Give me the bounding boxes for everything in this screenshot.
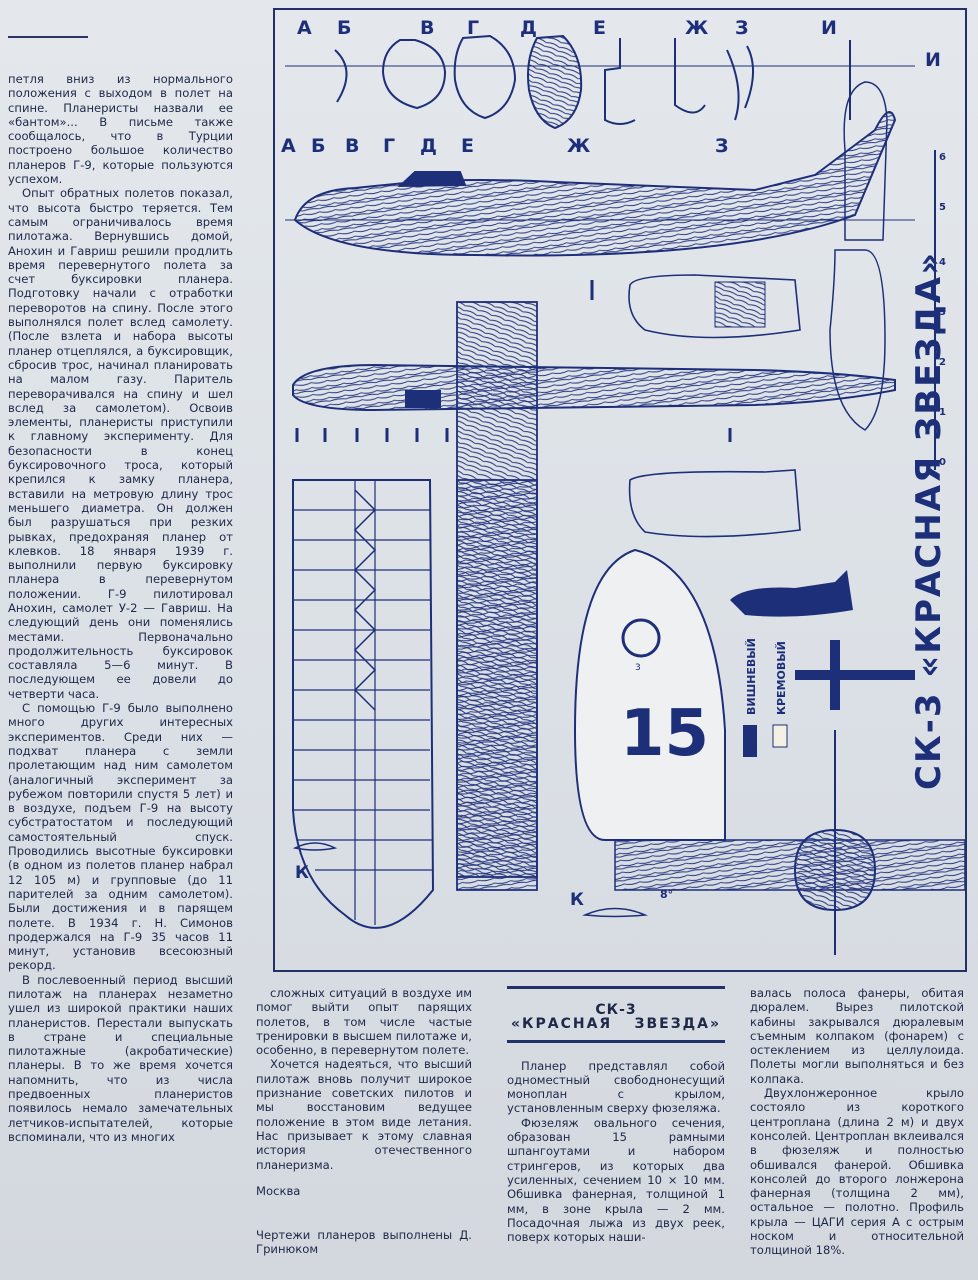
section-letter: Б bbox=[337, 17, 351, 39]
drawing-title: СК-3 «КРАСНАЯ ЗВЕЗДА» bbox=[909, 251, 949, 790]
wing-right-wood bbox=[456, 479, 538, 891]
section-heading-right: ЗВЕЗДА» bbox=[634, 1016, 721, 1033]
section-ticks bbox=[295, 280, 732, 442]
section-letter: Д bbox=[420, 135, 437, 157]
scale-digit: 6 bbox=[939, 152, 946, 163]
section-letter: З bbox=[715, 135, 729, 157]
scale-digit: 2 bbox=[939, 357, 946, 368]
section-letter: А bbox=[281, 135, 296, 157]
color-label-cherry: ВИШНЕВЫЙ bbox=[745, 638, 758, 715]
section-letter: А bbox=[297, 17, 312, 39]
section-letter: Б bbox=[311, 135, 325, 157]
scale-digit: 1 bbox=[939, 407, 946, 418]
left-text-column: петля вниз из нормального положения с вы… bbox=[8, 30, 233, 1280]
glider-drawing: А Б В Г Д Е Ж З И bbox=[281, 17, 965, 955]
side-letter: И bbox=[925, 49, 941, 71]
paragraph: сложных ситуаций в воздухе им помог выйт… bbox=[256, 986, 472, 1058]
wing-section-label-2: К bbox=[570, 890, 584, 910]
stabilizer-detail bbox=[628, 469, 801, 538]
section-letter: Е bbox=[593, 17, 606, 39]
paragraph: Планер представлял собой одноместный сво… bbox=[507, 1058, 725, 1116]
scale-digit: 5 bbox=[939, 202, 946, 213]
scale-digit: 4 bbox=[939, 257, 946, 268]
fuselage-cross-sections bbox=[285, 34, 915, 130]
section-letter: Ж bbox=[567, 135, 590, 157]
paragraph: петля вниз из нормального положения с вы… bbox=[8, 72, 233, 187]
section-letters-side: А Б В Г Д Е Ж З bbox=[281, 135, 729, 157]
section-letter: В bbox=[345, 135, 359, 157]
paragraph: Фюзеляж овального сечения, образован 15 … bbox=[507, 1115, 725, 1245]
right-column: валась полоса фанеры, обитая дюралем. Вы… bbox=[750, 986, 964, 1280]
silhouette-side bbox=[730, 570, 853, 617]
scale-bar: 6 5 4 3 2 1 0 bbox=[934, 150, 946, 470]
section-letter: Г bbox=[467, 17, 479, 39]
paragraph: Хочется надеяться, что высший пилотаж вн… bbox=[256, 1057, 472, 1172]
section-letters-top: А Б В Г Д Е Ж З И bbox=[297, 17, 837, 39]
paragraph: валась полоса фанеры, обитая дюралем. Вы… bbox=[750, 986, 964, 1086]
silhouette-fuselage bbox=[830, 640, 840, 710]
canopy-detail bbox=[628, 274, 801, 339]
silhouette-wing bbox=[795, 670, 915, 680]
tail-emblem bbox=[621, 618, 661, 658]
section-letter: В bbox=[420, 17, 434, 39]
paragraph: Опыт обратных полетов показал, что высот… bbox=[8, 186, 233, 701]
section-letter: З bbox=[735, 17, 749, 39]
color-swatch-cream bbox=[772, 724, 788, 748]
section-heading-subtitle: «КРАСНАЯ ЗВЕЗДА» bbox=[507, 1016, 725, 1033]
wing-truss bbox=[353, 489, 377, 711]
section-heading: СК-3 «КРАСНАЯ ЗВЕЗДА» bbox=[507, 986, 725, 1043]
tail-fin bbox=[573, 548, 726, 841]
wing-ribs bbox=[293, 480, 433, 925]
wing-profile-small bbox=[292, 842, 338, 851]
side-view-fuselage bbox=[285, 111, 915, 257]
top-view-fuselage bbox=[292, 363, 896, 412]
canopy-frame bbox=[714, 281, 766, 328]
city: Москва bbox=[256, 1183, 301, 1198]
bottom-middle-column: сложных ситуаций в воздухе им помог выйт… bbox=[256, 986, 472, 1280]
paragraph: Двухлонжеронное крыло состояло из коротк… bbox=[750, 1086, 964, 1258]
tail-emblem-digit: 3 bbox=[635, 663, 641, 673]
scale-digit: 0 bbox=[939, 457, 946, 468]
scale-digit: 3 bbox=[939, 307, 946, 318]
section-column: СК-3 «КРАСНАЯ ЗВЕЗДА» Планер представлял… bbox=[507, 986, 725, 1280]
section-letter: Г bbox=[383, 135, 395, 157]
dihedral-label: 8° bbox=[660, 888, 673, 901]
drawing-credit: Чертежи планеров выполнены Д. Гринюком bbox=[256, 1228, 472, 1257]
wing-left-structure bbox=[292, 479, 435, 929]
wing-front-view bbox=[614, 839, 965, 891]
section-letter: Д bbox=[520, 17, 537, 39]
color-label-cream: КРЕМОВЫЙ bbox=[775, 641, 788, 715]
tailplane bbox=[829, 249, 886, 431]
section-heading-title: СК-3 bbox=[595, 1002, 637, 1018]
tail-number: 15 bbox=[620, 697, 709, 771]
cockpit-top bbox=[405, 390, 441, 408]
column-rule bbox=[8, 36, 88, 38]
wing-profile-large bbox=[582, 907, 648, 918]
wing-section-label: К bbox=[295, 863, 309, 883]
color-swatch-cherry bbox=[743, 725, 757, 757]
section-letter: Ж bbox=[685, 17, 708, 39]
section-heading-left: «КРАСНАЯ bbox=[511, 1016, 613, 1033]
paragraph: В послевоенный период высший пилотаж на … bbox=[8, 972, 233, 1144]
glider-drawing-panel: А Б В Г Д Е Ж З И bbox=[273, 8, 967, 972]
rudder-side bbox=[843, 81, 888, 241]
paragraph: С помощью Г-9 было выполнено много други… bbox=[8, 701, 233, 973]
section-letter: Е bbox=[461, 135, 474, 157]
section-letter: И bbox=[821, 17, 837, 39]
